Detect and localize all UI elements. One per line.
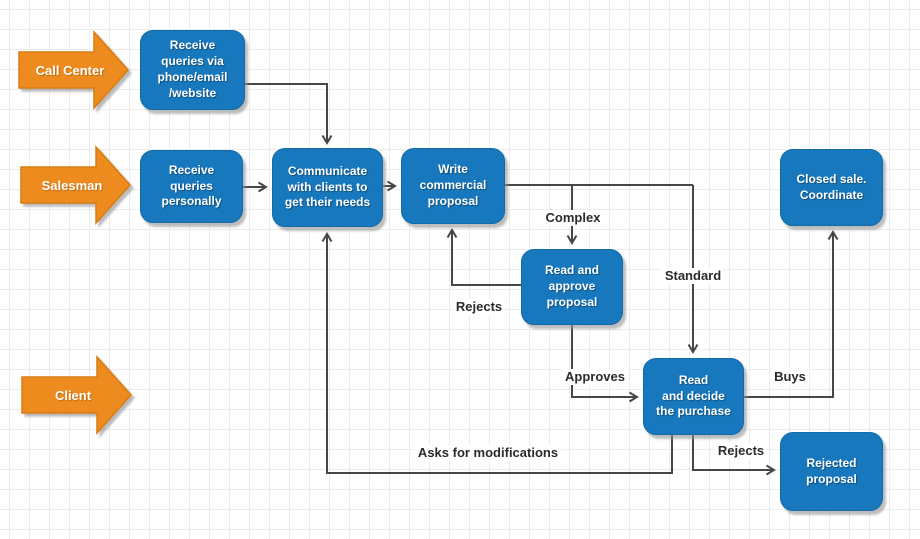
lane-arrow-salesman[interactable]: Salesman [20,145,132,225]
lane-label-salesman: Salesman [41,177,103,193]
node-label: Closed sale. Coordinate [796,171,867,202]
node-label: Receive queries via phone/email /website [157,38,228,100]
edge-label-standard[interactable]: Standard [661,268,725,284]
node-read-and-approve-proposal[interactable]: Read and approve proposal [521,249,623,325]
edge-label-approves[interactable]: Approves [562,369,628,385]
lane-label-client: Client [54,387,92,403]
node-communicate-with-clients[interactable]: Communicate with clients to get their ne… [272,148,383,227]
edge-label-asks-for-modifications[interactable]: Asks for modifications [414,445,562,461]
edge-label-buys[interactable]: Buys [771,369,809,385]
lane-arrow-call-center[interactable]: Call Center [18,30,130,110]
node-label: Read and approve proposal [544,263,599,309]
edge-label-complex[interactable]: Complex [542,210,604,226]
node-receive-queries-channels[interactable]: Receive queries via phone/email /website [140,30,245,110]
node-label: Rejected proposal [806,455,857,486]
node-label: Write commercial proposal [419,162,487,208]
node-label: Receive queries personally [161,162,222,209]
node-label: Read and decide the purchase [656,372,731,419]
edge-rejects-to-write[interactable] [446,228,521,286]
lane-label-call-center: Call Center [35,62,105,78]
node-rejected-proposal[interactable]: Rejected proposal [780,432,883,511]
block-arrow-icon [18,30,130,110]
block-arrow-icon [21,355,133,435]
edge-channels-to-communicate[interactable] [245,83,333,145]
node-write-commercial-proposal[interactable]: Write commercial proposal [401,148,505,224]
edge-label-rejects-proposal[interactable]: Rejects [452,299,506,315]
node-receive-queries-personally[interactable]: Receive queries personally [140,150,243,223]
node-closed-sale[interactable]: Closed sale. Coordinate [780,149,883,226]
block-arrow-icon [20,145,132,225]
edge-label-rejects-purchase[interactable]: Rejects [714,443,768,459]
edge-approves-to-decide[interactable] [571,325,639,403]
node-read-and-decide-purchase[interactable]: Read and decide the purchase [643,358,744,435]
lane-arrow-client[interactable]: Client [21,355,133,435]
node-label: Communicate with clients to get their ne… [284,163,371,210]
